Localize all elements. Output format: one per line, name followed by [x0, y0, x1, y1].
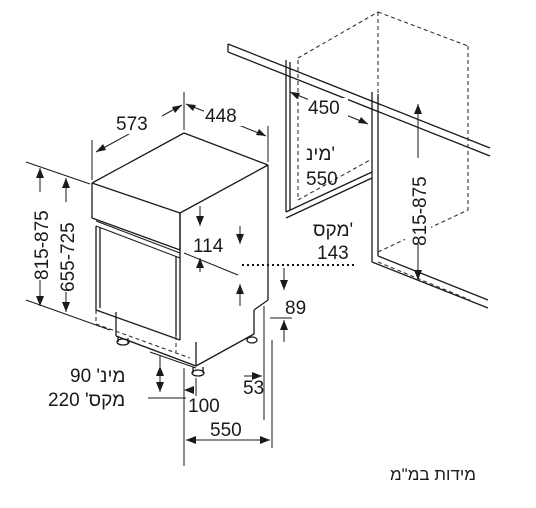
panel-height-label: 114 [193, 236, 224, 257]
depth-label: 573 [116, 114, 148, 135]
panel-height-dimension: 114 [183, 206, 244, 306]
dishwasher-body [91, 132, 269, 377]
plinth-height-dimension: 89 [270, 268, 306, 342]
total-height-dimension: 815-875 [25, 161, 111, 331]
niche-height-label: 815-875 [410, 176, 431, 246]
body-height-label: 655-725 [58, 222, 79, 292]
max-value: 143 [317, 243, 349, 264]
niche-min-value: 550 [306, 169, 338, 190]
max-143-callout: מקס' 143 [242, 220, 356, 266]
foot-width-dimension: 100 [183, 368, 220, 466]
width-dimension: 448 [185, 103, 269, 162]
niche-depth-label: 450 [308, 98, 340, 119]
width-label: 448 [205, 106, 237, 127]
niche-min-prefix: מינ' [306, 144, 335, 165]
units-note: מידות במ"מ [390, 465, 476, 484]
total-depth-label: 550 [210, 420, 242, 441]
total-height-label: 815-875 [32, 210, 53, 280]
niche-outline [227, 11, 491, 309]
body-height-dimension: 655-725 [53, 178, 79, 312]
plinth-gap-label: 53 [243, 378, 264, 399]
plinth-height-label: 89 [285, 298, 306, 319]
plinth-gap-dimension: 53 [243, 306, 265, 420]
niche-height-dimension: 815-875 [405, 104, 431, 280]
foot-min-label: מינ' 90 [70, 366, 125, 387]
niche-min-dimension: מינ' 550 [306, 144, 338, 190]
foot-height-dimension: מינ' 90 מקס' 220 [48, 351, 197, 411]
foot-max-label: מקס' 220 [48, 390, 125, 411]
depth-dimension: 573 [91, 92, 185, 180]
total-depth-dimension: 550 [186, 340, 273, 448]
foot-width-label: 100 [188, 396, 220, 417]
max-prefix: מקס' [313, 220, 353, 241]
niche-depth-dimension: 450 [289, 91, 369, 125]
